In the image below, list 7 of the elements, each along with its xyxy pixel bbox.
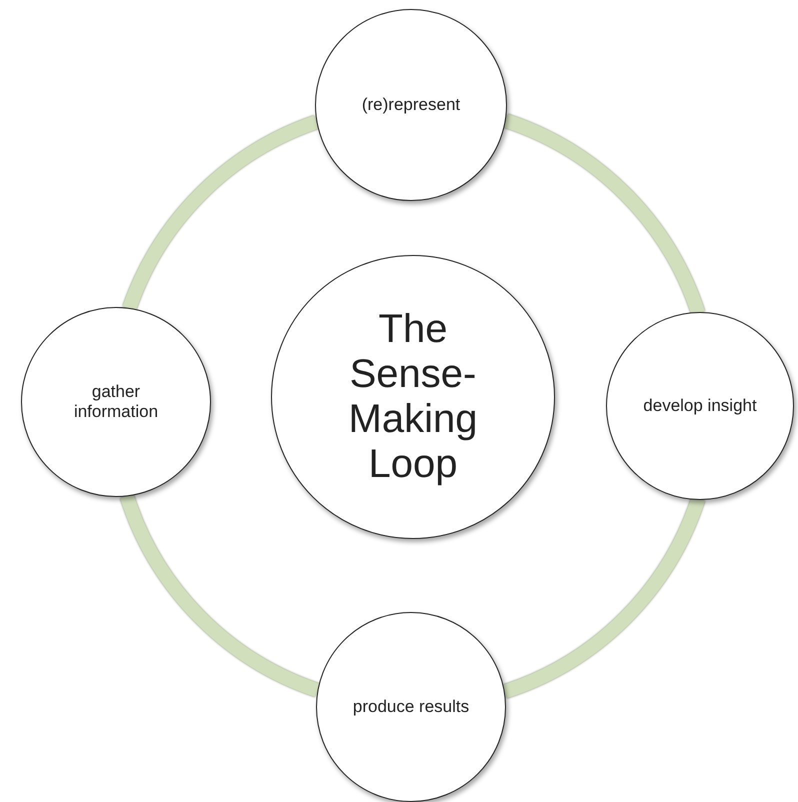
ring-connector xyxy=(122,116,319,312)
ring-connector xyxy=(120,494,320,697)
stage-label: produce results xyxy=(352,696,470,718)
stage-label: gather information xyxy=(72,382,160,422)
stage-label: (re)represent xyxy=(362,94,460,116)
center-title: The Sense-Making Loop xyxy=(348,307,478,487)
stage-label: develop insight xyxy=(643,396,757,416)
